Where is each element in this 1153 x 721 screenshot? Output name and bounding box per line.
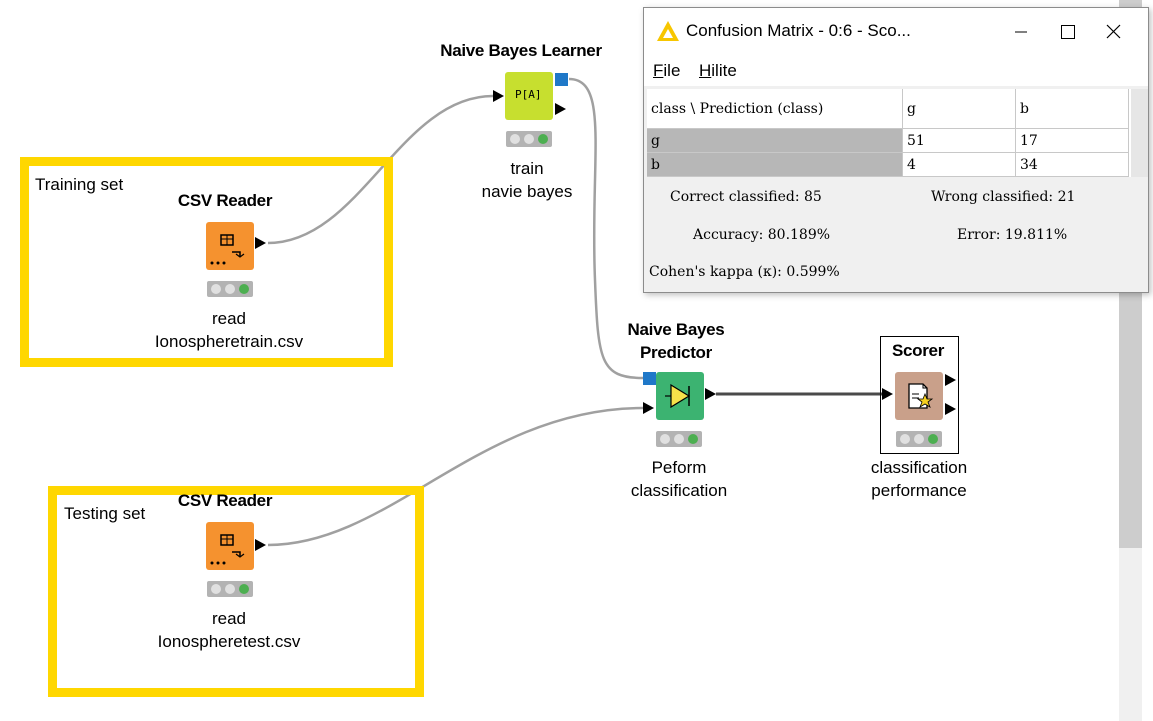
menu-hilite-accel: H xyxy=(699,61,712,80)
scorer-output-port-2[interactable] xyxy=(945,403,956,415)
csv-train-label-line2: Ionospheretrain.csv xyxy=(154,332,304,351)
training-set-label: Training set xyxy=(35,175,124,194)
predictor-label-line2: classification xyxy=(630,481,728,500)
cell-g-g[interactable]: 51 xyxy=(903,129,1016,153)
predictor-icon xyxy=(665,383,691,409)
menu-hilite-rest: ilite xyxy=(711,61,737,80)
cell-g-b[interactable]: 17 xyxy=(1016,129,1129,153)
learner-label-line1: train xyxy=(510,159,544,178)
scorer-label-line2: performance xyxy=(871,481,967,500)
predictor-data-input-port[interactable] xyxy=(643,402,654,414)
knime-logo-icon xyxy=(657,21,679,41)
testing-set-annotation[interactable] xyxy=(48,486,424,697)
scorer-title: Scorer xyxy=(891,341,945,360)
csv-reader-test-title: CSV Reader xyxy=(177,491,273,510)
confusion-matrix-table: class \ Prediction (class) g b g 51 17 b… xyxy=(647,89,1131,177)
window-titlebar[interactable]: Confusion Matrix - 0:6 - Sco... xyxy=(644,8,1148,55)
csv-reader-train-node[interactable] xyxy=(206,222,254,270)
learner-status-light xyxy=(506,131,552,147)
predictor-output-port[interactable] xyxy=(705,388,716,400)
menu-file-rest: ile xyxy=(663,61,681,80)
csv-train-status-light xyxy=(207,281,253,297)
learner-label[interactable]: train navie bayes xyxy=(482,157,573,203)
minimize-button[interactable] xyxy=(998,8,1044,55)
learner-icon: P[A] xyxy=(515,88,542,101)
wire-learner-to-predictor xyxy=(568,77,644,380)
csv-reader-test-node[interactable] xyxy=(206,522,254,570)
menu-file-accel: F xyxy=(653,61,664,80)
row-header-b[interactable]: b xyxy=(647,153,903,177)
menu-hilite[interactable]: Hilite xyxy=(699,61,737,81)
testing-set-label: Testing set xyxy=(64,504,146,523)
training-set-annotation[interactable] xyxy=(20,157,393,367)
naive-bayes-learner-node[interactable]: P[A] xyxy=(505,72,553,120)
scorer-label[interactable]: classification performance xyxy=(871,456,967,502)
wrong-classified: Wrong classified: 21 xyxy=(931,189,1076,205)
predictor-label[interactable]: Peform classification xyxy=(631,456,727,502)
learner-label-line2: navie bayes xyxy=(481,182,573,201)
predictor-label-line1: Peform xyxy=(651,458,707,477)
csv-test-output-port[interactable] xyxy=(255,539,266,551)
maximize-icon xyxy=(1061,25,1075,39)
csv-train-label[interactable]: read Ionospheretrain.csv xyxy=(155,307,303,353)
window-title: Confusion Matrix - 0:6 - Sco... xyxy=(686,21,911,40)
wire-test-to-predictor xyxy=(267,406,644,547)
row-header-g[interactable]: g xyxy=(647,129,903,153)
scorer-input-port[interactable] xyxy=(882,388,893,400)
learner-data-output-port[interactable] xyxy=(555,103,566,115)
menu-bar: File Hilite xyxy=(644,55,1148,86)
learner-model-output-port[interactable] xyxy=(555,73,568,86)
learner-title: Naive Bayes Learner xyxy=(440,41,602,60)
column-header-g[interactable]: g xyxy=(903,89,1016,129)
scorer-output-port-1[interactable] xyxy=(945,374,956,386)
table-corner-header: class \ Prediction (class) xyxy=(647,89,903,129)
scorer-status-light xyxy=(896,431,942,447)
predictor-title: Naive Bayes Predictor xyxy=(628,318,725,364)
csv-reader-train-title: CSV Reader xyxy=(177,191,273,210)
csv-test-label-line2: Ionospheretest.csv xyxy=(157,632,301,651)
csv-test-label-line1: read xyxy=(211,609,247,628)
learner-input-port[interactable] xyxy=(493,90,504,102)
predictor-model-input-port[interactable] xyxy=(643,372,656,385)
menu-file[interactable]: File xyxy=(653,61,680,81)
minimize-icon xyxy=(1015,31,1027,33)
close-icon xyxy=(1106,24,1121,39)
error: Error: 19.811% xyxy=(957,227,1068,243)
scorer-icon xyxy=(908,383,934,409)
wire-train-to-learner xyxy=(267,94,494,245)
table-import-icon xyxy=(210,234,245,265)
predictor-status-light xyxy=(656,431,702,447)
confusion-matrix-window[interactable]: Confusion Matrix - 0:6 - Sco... File Hil… xyxy=(643,7,1149,293)
csv-train-label-line1: read xyxy=(211,309,247,328)
correct-classified: Correct classified: 85 xyxy=(670,189,822,205)
column-header-b[interactable]: b xyxy=(1016,89,1129,129)
cohens-kappa: Cohen's kappa (κ): 0.599% xyxy=(649,264,840,280)
maximize-button[interactable] xyxy=(1044,8,1090,55)
csv-test-status-light xyxy=(207,581,253,597)
table-scrollbar-track[interactable] xyxy=(1131,89,1148,177)
scorer-label-line1: classification xyxy=(870,458,968,477)
csv-test-label[interactable]: read Ionospheretest.csv xyxy=(158,607,301,653)
naive-bayes-predictor-node[interactable] xyxy=(656,372,704,420)
accuracy: Accuracy: 80.189% xyxy=(693,227,831,243)
csv-train-output-port[interactable] xyxy=(255,237,266,249)
close-button[interactable] xyxy=(1090,8,1136,55)
scorer-node[interactable] xyxy=(895,372,943,420)
scorer-selection-border xyxy=(880,336,959,454)
predictor-title-line2: Predictor xyxy=(640,343,712,362)
cell-b-g[interactable]: 4 xyxy=(903,153,1016,177)
table-import-icon xyxy=(210,534,245,565)
cell-b-b[interactable]: 34 xyxy=(1016,153,1129,177)
predictor-title-line1: Naive Bayes xyxy=(627,320,725,339)
